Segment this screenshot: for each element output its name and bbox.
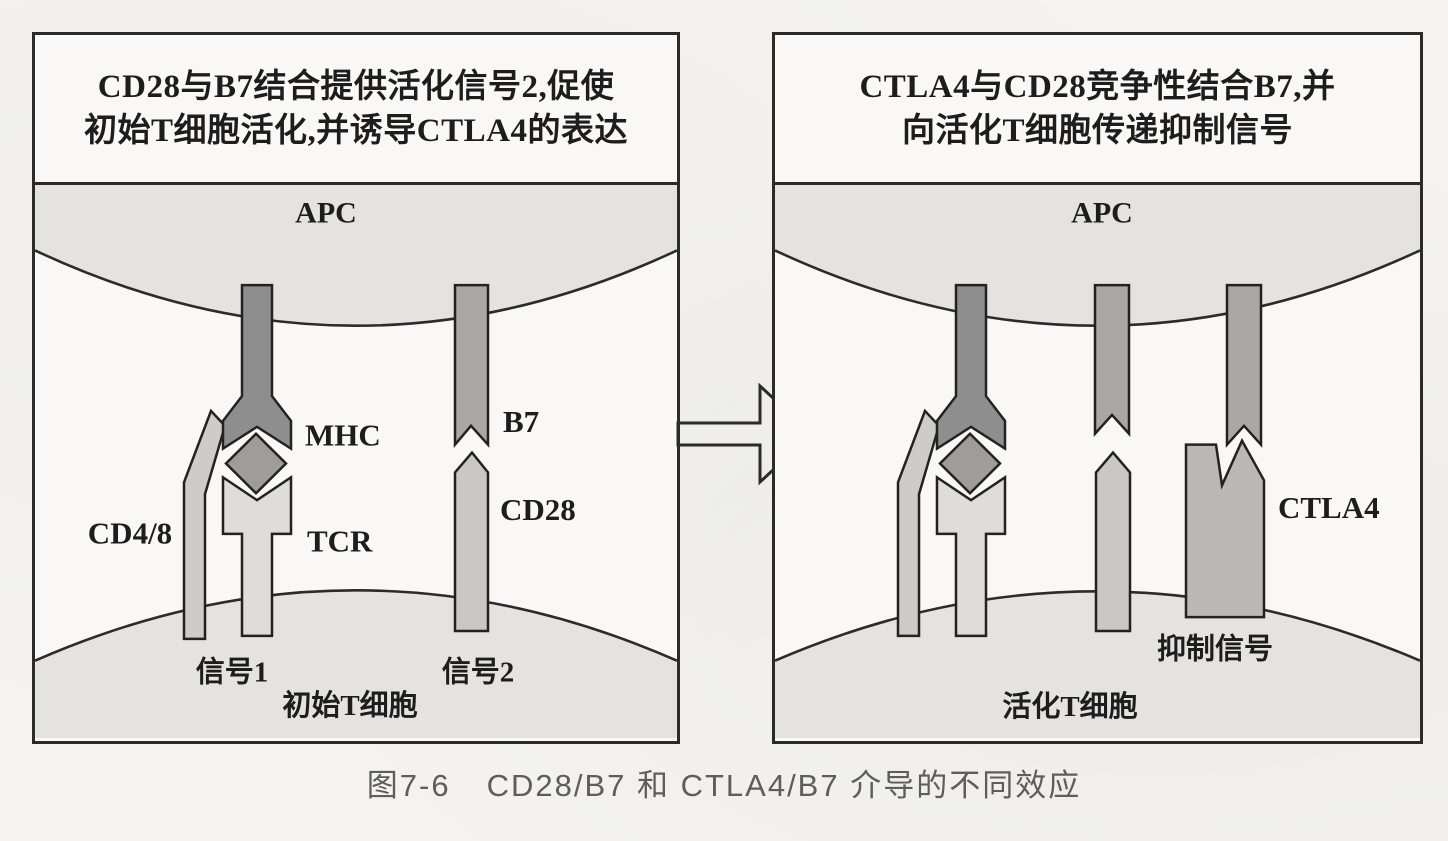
b7-molecule-unbound (1093, 283, 1131, 437)
tcell-membrane-curve (35, 589, 677, 662)
antigen-peptide-diamond (224, 431, 288, 495)
activated-tcell-label: 活化T细胞 (1002, 690, 1137, 723)
b7-molecule (453, 283, 490, 449)
left-panel-diagram: APC MHC TCR CD4/8 B7 CD28 信号1 信号2 初始T细胞 (35, 185, 677, 738)
b7-label: B7 (503, 405, 539, 439)
ctla4-label: CTLA4 (1278, 491, 1380, 525)
signal1-label: 信号1 (196, 657, 268, 689)
right-header-line1: CTLA4与CD28竞争性结合B7,并 (859, 68, 1336, 105)
cd4-8-molecule (896, 408, 941, 638)
mhc-molecule (221, 283, 293, 451)
left-panel-header: CD28与B7结合提供活化信号2,促使 初始T细胞活化,并诱导CTLA4的表达 (35, 35, 677, 185)
cd28-label: CD28 (500, 493, 576, 527)
left-header-line2: 初始T细胞活化,并诱导CTLA4的表达 (84, 112, 628, 149)
right-panel: CTLA4与CD28竞争性结合B7,并 向活化T细胞传递抑制信号 (772, 32, 1423, 744)
cd28-molecule (453, 450, 490, 633)
left-header-line1: CD28与B7结合提供活化信号2,促使 (97, 68, 615, 105)
tcr-molecule (935, 475, 1007, 638)
tcr-molecule (221, 475, 293, 638)
left-panel: CD28与B7结合提供活化信号2,促使 初始T细胞活化,并诱导CTLA4的表达 … (32, 32, 680, 744)
mhc-label: MHC (305, 419, 381, 453)
apc-cell-body (35, 185, 677, 326)
tcr-label: TCR (307, 525, 373, 559)
ctla4-molecule (1184, 437, 1266, 619)
mhc-molecule (935, 283, 1007, 451)
antigen-peptide-diamond (938, 431, 1002, 495)
b7-molecule-bound (1225, 283, 1263, 448)
right-header-line2: 向活化T细胞传递抑制信号 (901, 112, 1293, 149)
figure-number: 图7-6 (366, 768, 451, 803)
apc-label: APC (1071, 197, 1133, 230)
apc-membrane-curve (35, 249, 677, 327)
right-panel-diagram: APC CTLA4 抑制信号 活化T细胞 (775, 185, 1420, 738)
apc-label: APC (295, 197, 357, 230)
right-diagram-svg: APC CTLA4 抑制信号 活化T细胞 (775, 185, 1420, 738)
naive-tcell-label: 初始T细胞 (282, 689, 417, 722)
activated-tcell-body (775, 591, 1420, 738)
figure-caption: 图7-6 CD28/B7 和 CTLA4/B7 介导的不同效应 (0, 760, 1448, 805)
right-panel-header: CTLA4与CD28竞争性结合B7,并 向活化T细胞传递抑制信号 (775, 35, 1420, 185)
cd4-8-label: CD4/8 (88, 517, 172, 551)
left-diagram-svg: APC MHC TCR CD4/8 B7 CD28 信号1 信号2 初始T细胞 (35, 185, 677, 738)
figure-caption-text: CD28/B7 和 CTLA4/B7 介导的不同效应 (486, 768, 1082, 803)
signal2-label: 信号2 (442, 657, 514, 689)
cd28-molecule-unbound (1094, 450, 1132, 633)
inhibitory-signal-label: 抑制信号 (1157, 634, 1273, 666)
